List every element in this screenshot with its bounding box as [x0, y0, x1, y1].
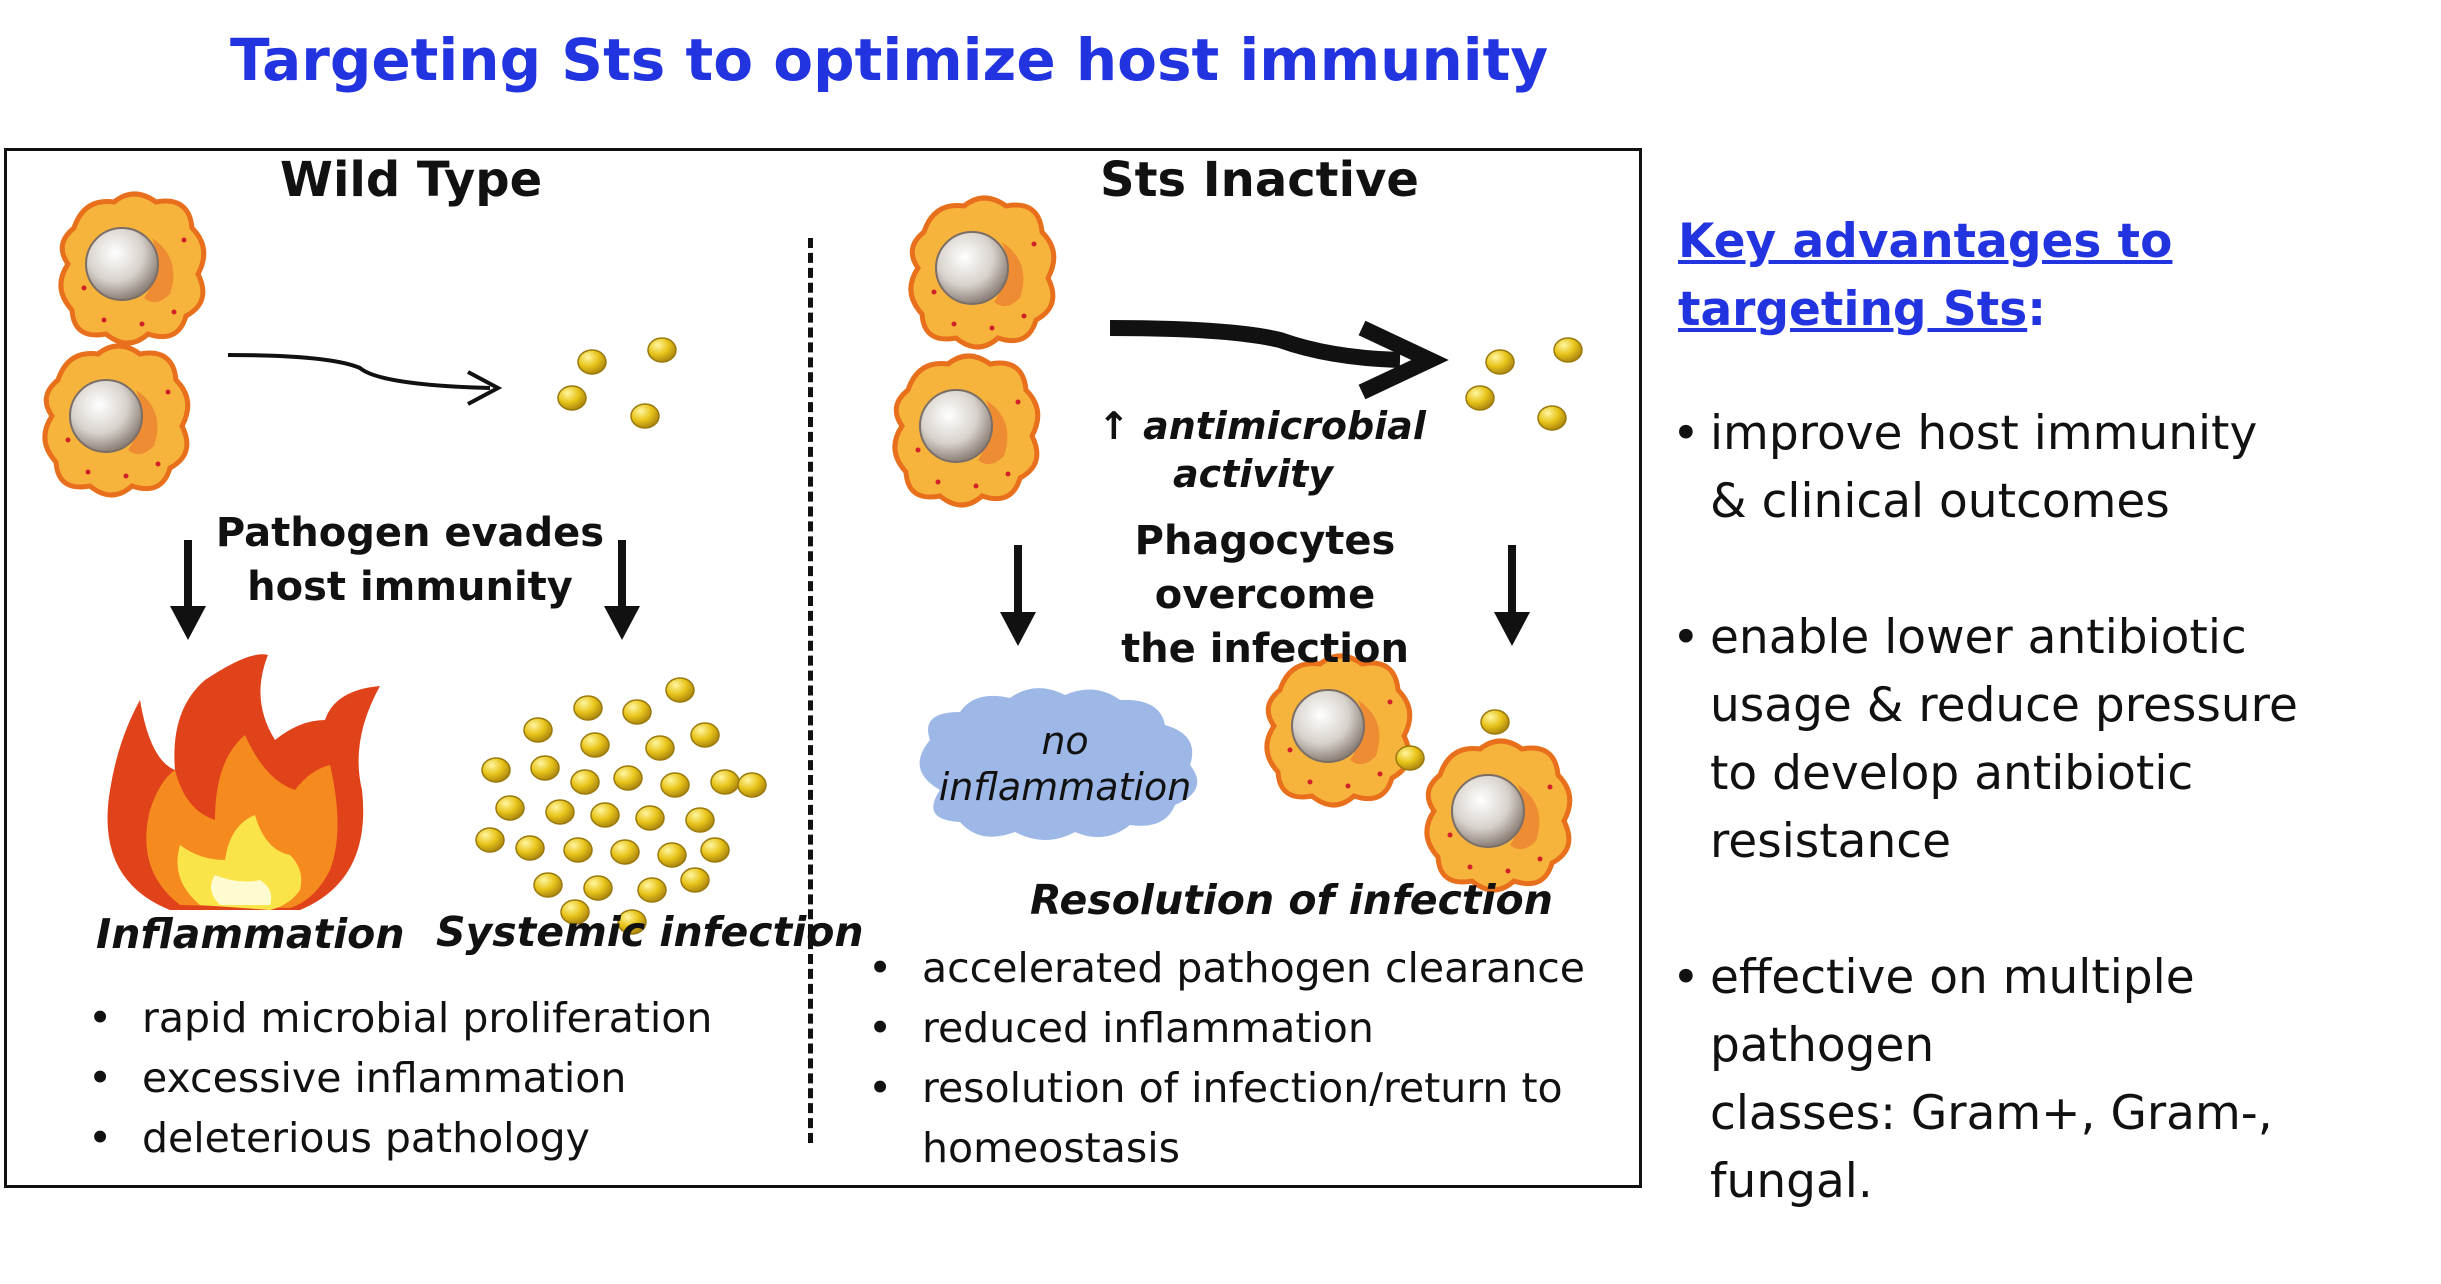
down-arrow-icon: [604, 540, 640, 640]
panel-divider: [808, 238, 813, 1143]
down-arrow-icon: [170, 540, 206, 640]
right-arrow-icon: [227, 353, 491, 390]
wild-type-middle-text: Pathogen evades host immunity: [215, 510, 605, 610]
pathogen-dot-icon: [647, 337, 677, 363]
systemic-infection-label: Systemic infection: [436, 908, 864, 956]
list-item: reduced inflammation: [868, 998, 1628, 1058]
pathogen-dot-icon: [1465, 385, 1495, 411]
wild-type-header: Wild Type: [280, 152, 543, 208]
advantages-list: improve host immunity & clinical outcome…: [1672, 400, 2432, 1284]
pathogen-dot-icon: [557, 385, 587, 411]
phagocyte-cell-icon: [911, 198, 1054, 347]
list-item: rapid microbial proliferation: [88, 988, 712, 1048]
pathogen-dot-icon: [577, 349, 607, 375]
inflammation-label: Inflammation: [96, 910, 405, 958]
pathogen-dot-icon: [1537, 405, 1567, 431]
page-title: Targeting Sts to optimize host immunity: [230, 26, 1549, 94]
phagocyte-cell-icon: [1267, 656, 1410, 805]
list-item: resolution of infection/return tohomeost…: [868, 1058, 1628, 1178]
flame-icon: [107, 654, 380, 910]
down-arrow-icon: [1000, 545, 1036, 646]
pathogen-dot-icon: [1485, 349, 1515, 375]
right-arrow-icon: [1109, 320, 1401, 368]
phagocyte-cell-icon: [895, 356, 1038, 505]
comparison-panel: [4, 148, 1642, 1188]
phagocyte-cell-icon: [1427, 741, 1570, 890]
pathogen-dot-icon: [630, 403, 660, 429]
pathogen-cluster: [475, 677, 767, 935]
list-item: effective on multiple pathogen classes: …: [1672, 944, 2432, 1216]
list-item: enable lower antibiotic usage & reduce p…: [1672, 604, 2432, 876]
phagocyte-cell-icon: [61, 194, 204, 343]
sts-inactive-middle-text: Phagocytes overcome the infection: [1121, 518, 1409, 672]
pathogen-dot-icon: [1395, 745, 1425, 771]
pathogen-dot-icon: [1480, 709, 1510, 735]
list-item: deleterious pathology: [88, 1108, 712, 1168]
cloud-text: no inflammation: [938, 719, 1192, 809]
cloud-icon: [919, 688, 1198, 840]
resolution-label: Resolution of infection: [1030, 876, 1553, 924]
diagram-graphics: [0, 0, 1583, 935]
down-arrow-icon: [1494, 545, 1530, 646]
sts-inactive-bullets: accelerated pathogen clearance reduced i…: [868, 938, 1628, 1178]
list-item: excessive inflammation: [88, 1048, 712, 1108]
wild-type-bullets: rapid microbial proliferation excessive …: [88, 988, 712, 1168]
list-item: accelerated pathogen clearance: [868, 938, 1628, 998]
antimicrobial-activity-label: ↑ antimicrobial activity: [1098, 404, 1426, 496]
phagocyte-cell-icon: [45, 346, 188, 495]
list-item: improve host immunity & clinical outcome…: [1672, 400, 2432, 536]
sts-inactive-header: Sts Inactive: [1100, 152, 1419, 208]
pathogen-dot-icon: [1553, 337, 1583, 363]
advantages-heading: Key advantages to targeting Sts:: [1678, 214, 2173, 337]
